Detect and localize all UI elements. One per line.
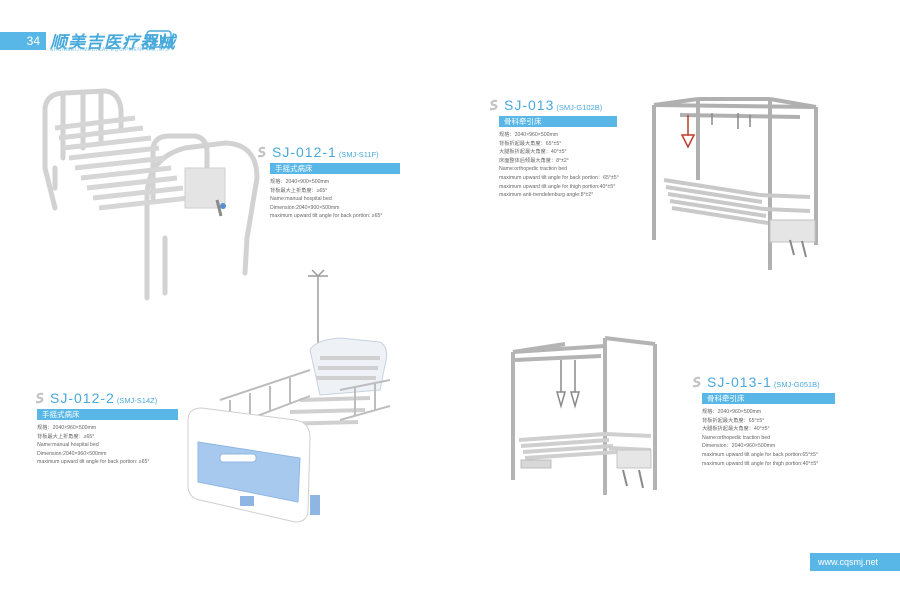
spec-line: Name:manual hospital bed bbox=[37, 442, 99, 449]
brand-s-icon bbox=[692, 376, 701, 388]
spec-line: 规格：2040×960×500mm bbox=[499, 132, 559, 138]
spec-line: Name:orthopedic traction bed bbox=[499, 166, 568, 173]
spec-line: maximum upward tilt angle for thigh port… bbox=[702, 460, 819, 467]
spec-line: 背板最大上折角度：≥65° bbox=[270, 187, 328, 194]
company-logo bbox=[146, 30, 172, 48]
product-block-sj-012-2: SJ-012-2 (SMJ-S14Z) 手摇式病床 规格：2040×960×50… bbox=[33, 390, 178, 467]
product-specs: 规格：2040×900×500mm 背板最大上折角度：≥65° Name:man… bbox=[270, 178, 400, 221]
spec-line: 规格：2040×960×500mm bbox=[37, 425, 97, 431]
product-model: SJ-012-1 bbox=[272, 144, 337, 160]
spec-line: Name:manual hospital bed bbox=[270, 196, 332, 203]
bed-image-sj-013-1 bbox=[511, 336, 657, 495]
product-heading: SJ-013-1 (SMJ-G051B) bbox=[690, 374, 835, 390]
product-code: (SMJ-G102B) bbox=[556, 103, 603, 112]
spec-line: 床面整体后倾最大角度：8°±2° bbox=[499, 157, 569, 164]
brand-s-icon bbox=[257, 146, 266, 158]
product-specs: 规格：2040×960×500mm 背板最大上折角度：≥65° Name:man… bbox=[37, 424, 178, 467]
product-code: (SMJ-S11F) bbox=[338, 150, 379, 159]
spec-line: 背板折起最大角度：65°±5° bbox=[702, 417, 765, 424]
spec-line: 背板最大上折角度：≥65° bbox=[37, 433, 95, 440]
spec-line: maximum upward tilt angle for back porti… bbox=[37, 459, 150, 466]
spec-line: Dimension:2040×900×500mm bbox=[270, 204, 340, 211]
product-heading: SJ-013 (SMJ-G102B) bbox=[487, 97, 617, 113]
website-link[interactable]: www.cqsmj.net bbox=[810, 553, 900, 571]
spec-line: maximum upward tilt angle for back porti… bbox=[702, 451, 818, 458]
spec-line: maximum upward tilt angle for back porti… bbox=[499, 174, 619, 181]
brand-name: 顺美吉医疗器械 bbox=[50, 33, 176, 52]
product-specs: 规格：2040×960×500mm 背板折起最大角度：65°±5° 大腿板折起最… bbox=[702, 408, 835, 468]
bed-image-sj-012-1 bbox=[42, 88, 260, 301]
product-block-sj-012-1: SJ-012-1 (SMJ-S11F) 手摇式病床 规格：2040×900×50… bbox=[255, 144, 400, 221]
spec-line: maximum upward tilt angle for back porti… bbox=[270, 213, 383, 220]
product-category: 手摇式病床 bbox=[270, 163, 400, 174]
product-model: SJ-013-1 bbox=[707, 374, 772, 390]
product-model: SJ-013 bbox=[504, 97, 555, 113]
spec-line: Name:orthopedic traction bed bbox=[702, 434, 771, 441]
product-heading: SJ-012-2 (SMJ-S14Z) bbox=[33, 390, 178, 406]
spec-line: maximum anti-trendelenburg angle:8°±2° bbox=[499, 192, 594, 199]
spec-line: Dimension:2040×960×500mm bbox=[37, 450, 107, 457]
product-category: 手摇式病床 bbox=[37, 409, 178, 420]
product-code: (SMJ-G051B) bbox=[773, 380, 820, 389]
product-block-sj-013-1: SJ-013-1 (SMJ-G051B) 骨科牵引床 规格：2040×960×5… bbox=[690, 374, 835, 468]
brand-subtitle: SHUNMEIJI MEDICAL EQUIPMENT CO.,LTD bbox=[50, 47, 170, 53]
product-block-sj-013: SJ-013 (SMJ-G102B) 骨科牵引床 规格：2040×960×500… bbox=[487, 97, 619, 200]
bed-image-sj-012-2 bbox=[187, 269, 391, 523]
spec-line: 规格：2040×900×500mm bbox=[270, 179, 330, 185]
page-number: 34 bbox=[26, 34, 40, 48]
product-specs: 规格：2040×960×500mm 背板折起最大角度：65°±5° 大腿板折起最… bbox=[499, 131, 619, 200]
spec-line: 大腿板折起最大角度：40°±5° bbox=[702, 426, 770, 433]
page-number-tab: 34 bbox=[0, 32, 46, 50]
spec-line: 背板折起最大角度：65°±5° bbox=[499, 140, 562, 147]
brand-s-icon bbox=[35, 392, 44, 404]
product-category: 骨科牵引床 bbox=[702, 393, 835, 404]
product-model: SJ-012-2 bbox=[50, 390, 115, 406]
product-heading: SJ-012-1 (SMJ-S11F) bbox=[255, 144, 400, 160]
brand-s-icon bbox=[489, 99, 498, 111]
product-category: 骨科牵引床 bbox=[499, 116, 617, 127]
spec-line: 大腿板折起最大角度：40°±5° bbox=[499, 149, 567, 156]
spec-line: maximum upward tilt angle for thigh port… bbox=[499, 183, 616, 190]
product-code: (SMJ-S14Z) bbox=[116, 396, 158, 405]
spec-line: Dimension：2040×960×500mm bbox=[702, 443, 776, 450]
bed-image-sj-013 bbox=[652, 97, 818, 270]
spec-line: 规格：2040×960×500mm bbox=[702, 409, 762, 415]
